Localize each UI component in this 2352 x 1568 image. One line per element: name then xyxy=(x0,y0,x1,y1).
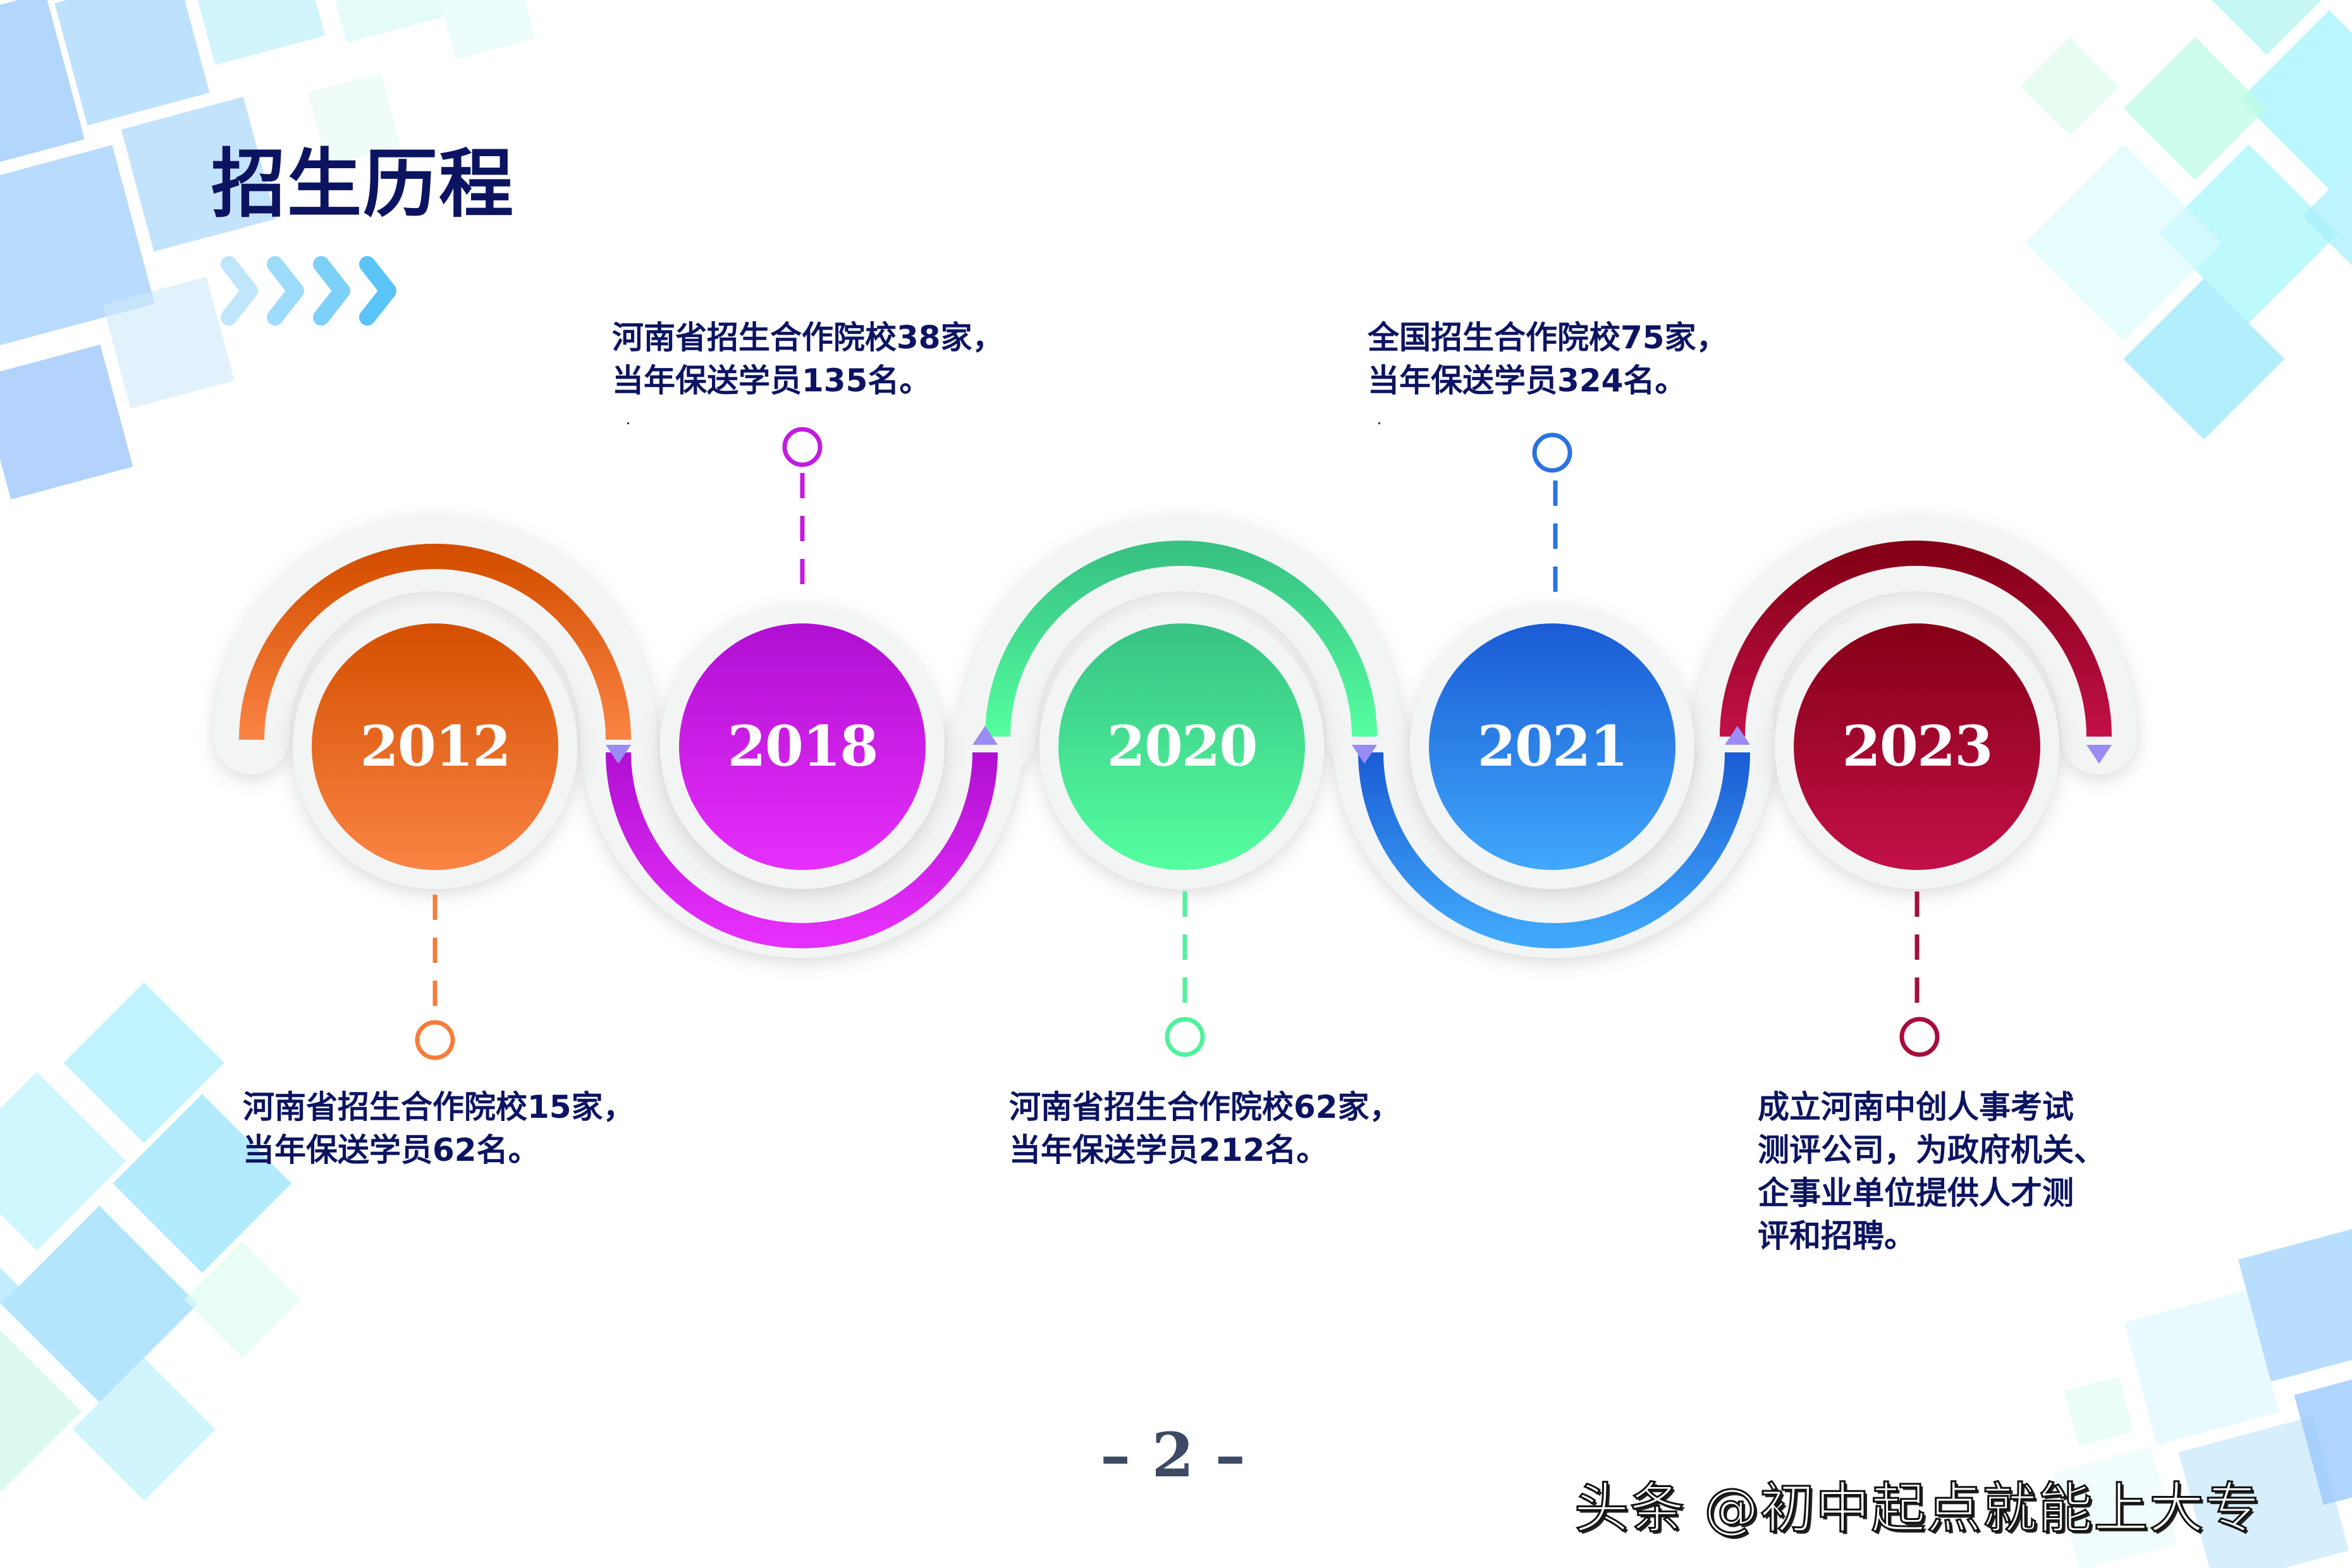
stray-dot xyxy=(627,422,629,424)
watermark: 头条 @初中起点就能上大专 xyxy=(1573,1476,2261,1541)
milestone-text-2012: 河南省招生合作院校15家， 当年保送学员62名。 xyxy=(243,1089,635,1168)
milestone-text-2023: 成立河南中创人事考试 测评公司，为政府机关、 企事业单位提供人才测 评和招聘。 xyxy=(1758,1089,2105,1254)
year-label-2018: 2018 xyxy=(727,713,879,779)
page-title: 招生历程 xyxy=(211,140,515,228)
year-label-2023: 2023 xyxy=(1842,713,1994,779)
year-label-2012: 2012 xyxy=(360,713,511,779)
milestone-text-2018: 河南省招生合作院校38家， 当年保送学员135名。 xyxy=(612,319,1004,399)
milestone-text-2021: 全国招生合作院校75家， 当年保送学员324名。 xyxy=(1368,319,1728,399)
stray-dot xyxy=(1378,422,1380,424)
milestone-text-2020: 河南省招生合作院校62家， 当年保送学员212名。 xyxy=(1009,1089,1401,1168)
year-label-2021: 2021 xyxy=(1477,713,1629,779)
year-label-2020: 2020 xyxy=(1106,713,1258,779)
page-number: – 2 – xyxy=(1100,1419,1246,1491)
chevron-arrows-icon xyxy=(221,256,396,326)
